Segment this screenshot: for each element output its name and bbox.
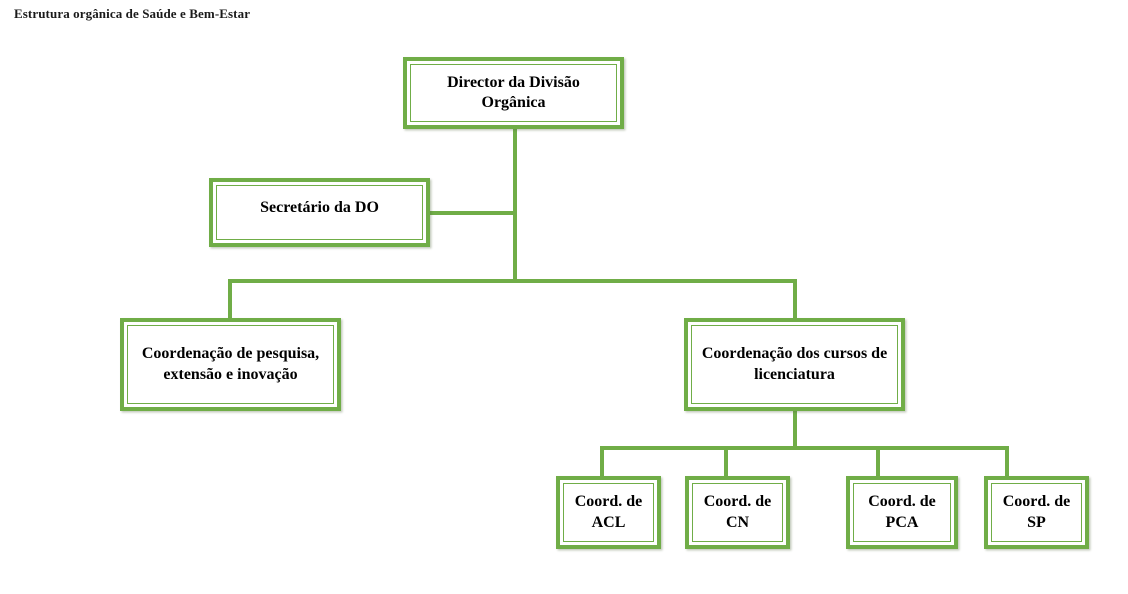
node-coord-sp[interactable]: Coord. de SP	[984, 476, 1089, 549]
connector-director-trunk	[513, 129, 517, 282]
node-director-frame: Director da Divisão Orgânica	[410, 64, 617, 122]
node-coord-acl-frame: Coord. de ACL	[563, 483, 654, 542]
connector-drop-coord-courses	[793, 279, 797, 321]
node-secretary-frame: Secretário da DO	[216, 185, 423, 240]
connector-drop-acl	[600, 446, 604, 479]
node-coord-pca[interactable]: Coord. de PCA	[846, 476, 958, 549]
node-secretary[interactable]: Secretário da DO	[209, 178, 430, 247]
node-coord-sp-frame: Coord. de SP	[991, 483, 1082, 542]
node-coord-courses-label: Coordenação dos cursos de licenciatura	[701, 345, 888, 383]
node-coord-cn-label: Coord. de CN	[703, 493, 772, 531]
node-coord-research-frame: Coordenação de pesquisa, extensão e inov…	[127, 325, 334, 404]
node-coord-research-label: Coordenação de pesquisa, extensão e inov…	[141, 345, 320, 383]
connector-drop-pca	[876, 446, 880, 479]
node-coord-pca-frame: Coord. de PCA	[853, 483, 951, 542]
node-secretary-label: Secretário da DO	[260, 199, 379, 216]
node-director-label: Director da Divisão Orgânica	[447, 73, 580, 111]
page-title: Estrutura orgânica de Saúde e Bem-Estar	[14, 6, 251, 21]
node-coord-pca-label: Coord. de PCA	[868, 493, 936, 531]
node-coord-acl-label: Coord. de ACL	[574, 493, 643, 531]
node-coord-courses-frame: Coordenação dos cursos de licenciatura	[691, 325, 898, 404]
node-coord-research[interactable]: Coordenação de pesquisa, extensão e inov…	[120, 318, 341, 411]
node-coord-courses[interactable]: Coordenação dos cursos de licenciatura	[684, 318, 905, 411]
connector-level2-bus	[228, 279, 797, 283]
connector-drop-cn	[724, 446, 728, 479]
node-coord-cn-frame: Coord. de CN	[692, 483, 783, 542]
connector-drop-sp	[1005, 446, 1009, 479]
node-coord-sp-label: Coord. de SP	[1002, 493, 1071, 531]
connector-drop-coord-research	[228, 279, 232, 321]
node-coord-acl[interactable]: Coord. de ACL	[556, 476, 661, 549]
connector-coord-courses-trunk	[793, 411, 797, 450]
node-coord-cn[interactable]: Coord. de CN	[685, 476, 790, 549]
connector-director-to-secretary	[430, 211, 515, 215]
node-director[interactable]: Director da Divisão Orgânica	[403, 57, 624, 129]
connector-level3-bus	[600, 446, 1009, 450]
